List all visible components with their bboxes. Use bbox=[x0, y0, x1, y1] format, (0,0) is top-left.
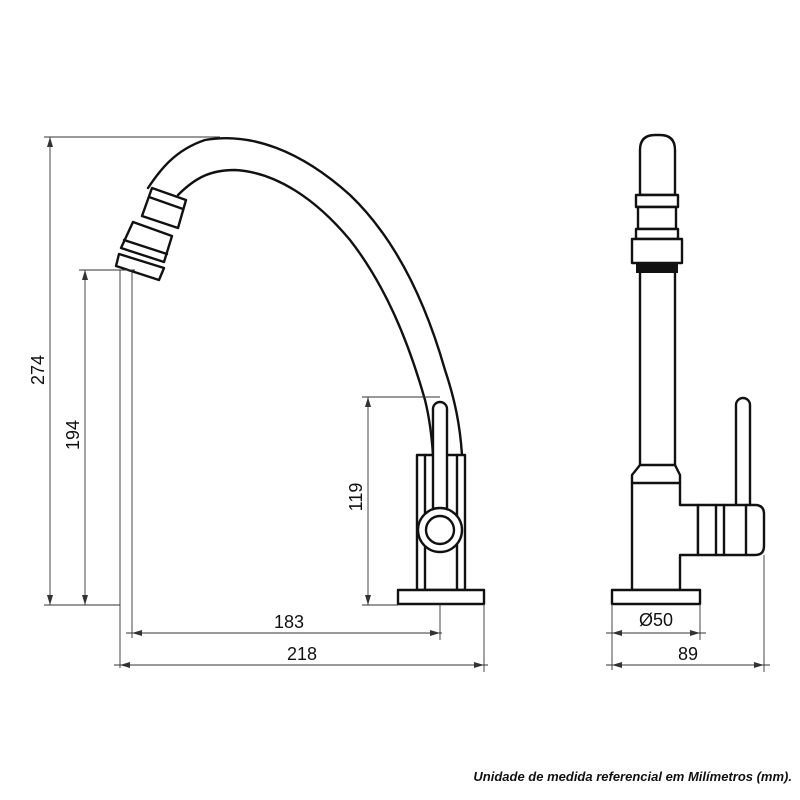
spout-outer bbox=[146, 136, 464, 457]
front-view bbox=[114, 136, 486, 606]
front-base bbox=[396, 588, 486, 606]
units-footnote: Unidade de medida referencial em Milímet… bbox=[473, 769, 792, 784]
dim-total-length: 218 bbox=[287, 644, 317, 664]
side-aerator-mesh bbox=[636, 263, 678, 273]
dim-handle-height: 119 bbox=[346, 483, 366, 512]
side-knob bbox=[696, 503, 766, 557]
dim-side-depth: 89 bbox=[678, 644, 698, 664]
dim-base-diameter: Ø50 bbox=[639, 610, 673, 630]
dimension-lines bbox=[44, 136, 770, 672]
side-view bbox=[610, 133, 766, 606]
side-spout-cap bbox=[638, 133, 677, 197]
side-lever bbox=[734, 396, 752, 515]
front-knob-inner bbox=[424, 514, 456, 546]
dim-total-height: 274 bbox=[28, 355, 48, 385]
dim-reach: 183 bbox=[274, 612, 304, 632]
dim-spout-height: 194 bbox=[63, 420, 83, 450]
aerator bbox=[114, 186, 188, 282]
spout-inner bbox=[176, 168, 435, 457]
side-base bbox=[610, 588, 702, 606]
front-knob-outer bbox=[416, 506, 464, 554]
